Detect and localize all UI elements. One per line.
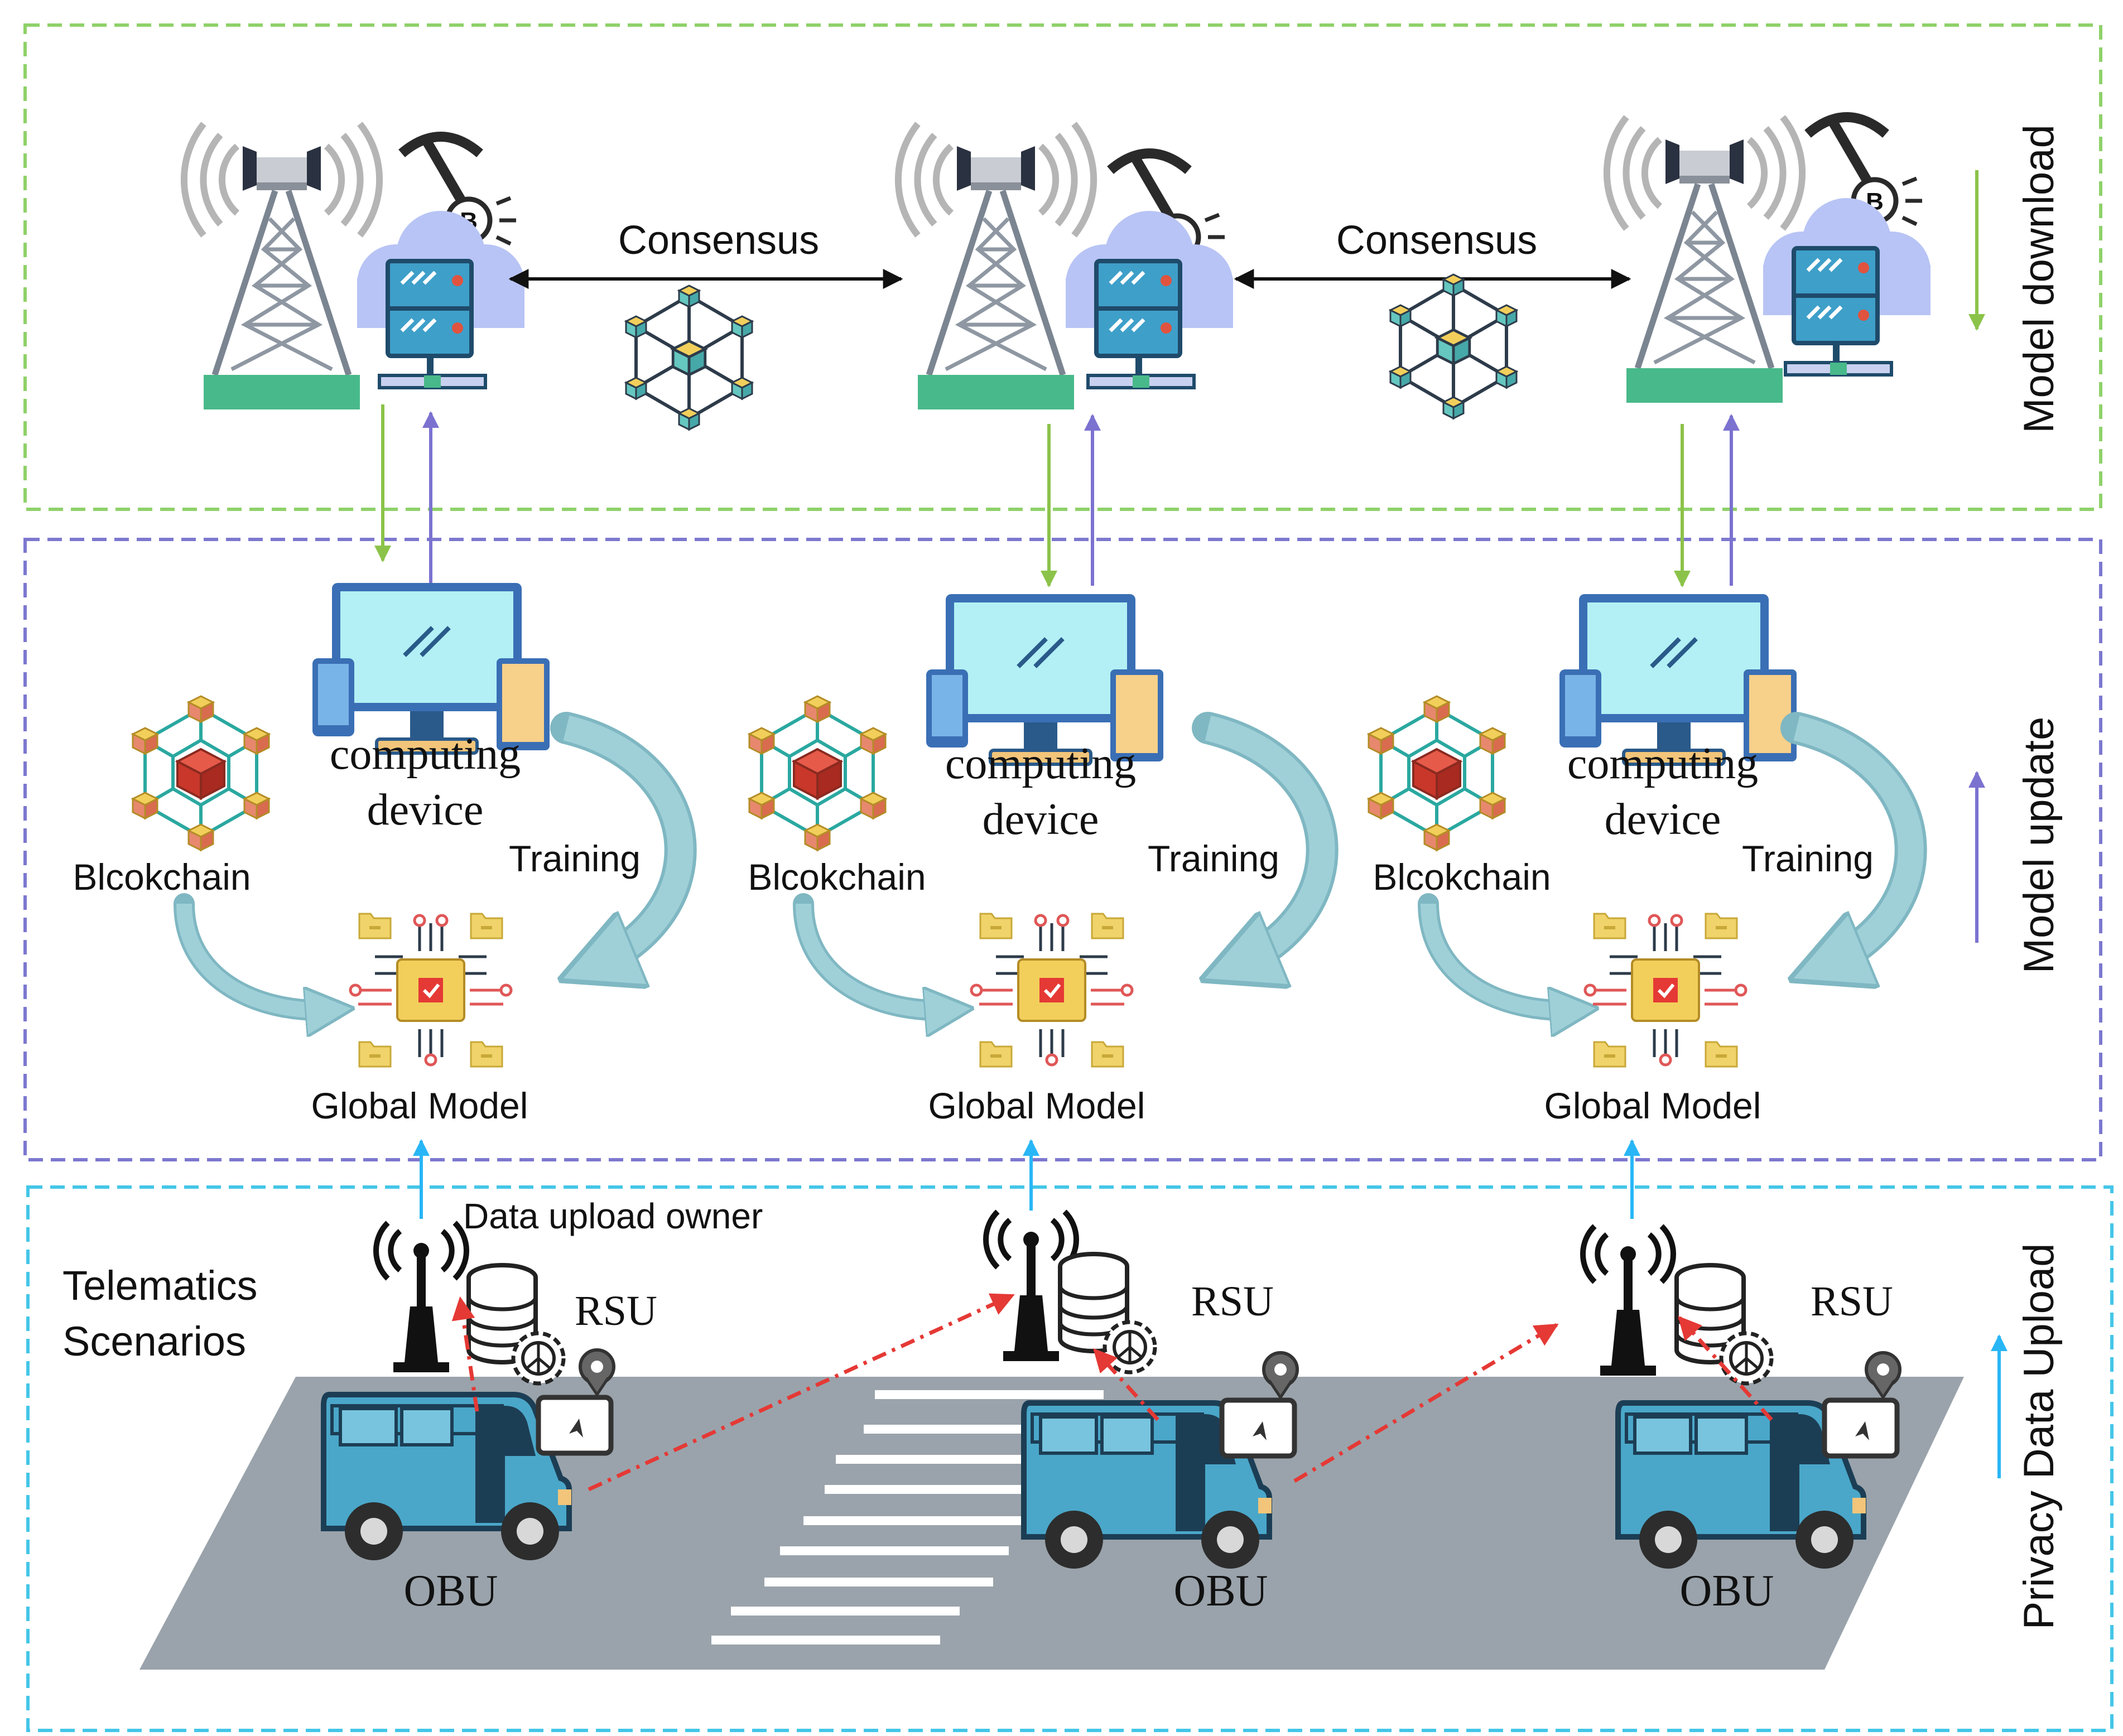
- blockchain-label-1: Blcokchain: [73, 856, 251, 898]
- link-obu3-rsu3: [1678, 1315, 1773, 1421]
- tower-icon-2: [898, 124, 1094, 409]
- obu-label-1: OBU: [404, 1566, 498, 1616]
- model-update-label: Model update: [2015, 717, 2063, 974]
- blockchain-label-3: Blcokchain: [1373, 856, 1551, 898]
- blockchain-to-model-curve-1: [184, 904, 335, 1010]
- database-gear-icon-1: [469, 1265, 564, 1383]
- link-obu2-rsu3: [1293, 1323, 1559, 1483]
- obu-label-3: OBU: [1680, 1566, 1774, 1616]
- computing-device-label-3b: device: [1605, 795, 1721, 844]
- telematics-label-line1: Telematics: [62, 1262, 258, 1309]
- global-model-icon-1: [350, 914, 511, 1067]
- model-update-region: [23, 538, 2102, 1161]
- computing-device-label-3: computing: [1567, 739, 1758, 788]
- computing-device-label-1: computing: [330, 730, 521, 779]
- navigation-tablet-icon-3: [1824, 1353, 1900, 1456]
- data-upload-links: [451, 1293, 1773, 1492]
- global-model-label-3: Global Model: [1544, 1085, 1761, 1126]
- global-model-icon-2: [971, 914, 1132, 1067]
- navigation-tablet-icon-2: [1222, 1353, 1297, 1456]
- rsu-label-1: RSU: [575, 1287, 657, 1334]
- computing-device-icon-1: [312, 583, 550, 753]
- privacy-upload-region: [26, 1185, 2114, 1732]
- blockchain-icon-2: [749, 696, 885, 850]
- obu-label-2: OBU: [1174, 1566, 1268, 1616]
- database-gear-icon-2: [1060, 1254, 1155, 1372]
- training-label-3: Training: [1742, 838, 1874, 879]
- link-obu1-rsu1: [451, 1296, 479, 1412]
- privacy-upload-label: Privacy Data Upload: [2015, 1243, 2063, 1630]
- blockchain-to-model-curve-2: [803, 904, 954, 1010]
- data-upload-owner-label: Data upload owner: [463, 1196, 763, 1236]
- global-model-label-2: Global Model: [928, 1085, 1145, 1126]
- global-model-label-1: Global Model: [311, 1085, 528, 1126]
- rsu-label-2: RSU: [1191, 1278, 1274, 1325]
- blockchain-to-model-curve-3: [1428, 904, 1579, 1010]
- model-download-label: Model download: [2015, 124, 2063, 433]
- training-label-2: Training: [1148, 838, 1279, 879]
- tower-icon-1: [184, 124, 379, 409]
- consensus-label-1: Consensus: [618, 218, 819, 263]
- blockchain-network-icon-2: [1390, 274, 1517, 418]
- link-obu1-rsu2: [588, 1293, 1015, 1492]
- blockchain-label-2: Blcokchain: [748, 856, 926, 898]
- rsu-antenna-icon-3: [1583, 1226, 1673, 1376]
- computing-device-label-1b: device: [367, 785, 484, 835]
- rsu-label-3: RSU: [1811, 1278, 1893, 1325]
- computing-device-label-2b: device: [983, 795, 1099, 844]
- training-label-1: Training: [509, 838, 641, 879]
- crosswalk: [711, 1390, 1104, 1645]
- blockchain-network-icon-1: [626, 286, 752, 430]
- computing-device-label-2: computing: [945, 739, 1136, 788]
- model-download-region: [23, 23, 2102, 511]
- global-model-icon-3: [1585, 914, 1746, 1067]
- blockchain-icon-3: [1369, 696, 1505, 850]
- rsu-antenna-icon-1: [376, 1223, 466, 1372]
- blockchain-icon-1: [133, 696, 269, 850]
- telematics-label-line2: Scenarios: [62, 1318, 246, 1364]
- consensus-label-2: Consensus: [1336, 218, 1537, 263]
